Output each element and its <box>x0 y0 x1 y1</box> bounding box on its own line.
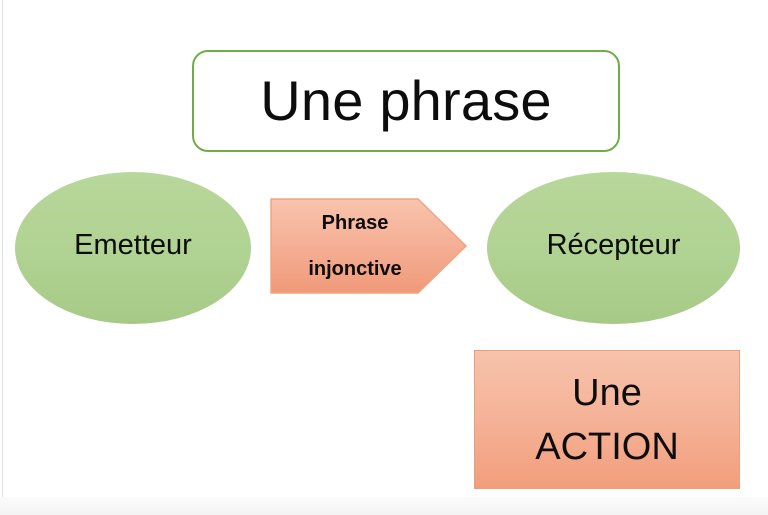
sender-ellipse[interactable]: Emetteur <box>15 172 251 324</box>
phrase-arrow[interactable] <box>270 198 467 294</box>
page-bottom-edge <box>0 497 768 515</box>
title-box[interactable]: Une phrase <box>192 50 620 152</box>
receiver-ellipse[interactable]: Récepteur <box>487 172 740 324</box>
action-label-line-1: Une <box>572 371 642 414</box>
receiver-label: Récepteur <box>546 228 681 261</box>
arrow-right-icon <box>270 198 467 294</box>
page-title: Une phrase <box>260 69 552 132</box>
action-label-line-2: ACTION <box>535 425 679 468</box>
sender-label: Emetteur <box>74 228 192 261</box>
action-box[interactable]: Une ACTION <box>474 350 740 489</box>
page-left-edge <box>2 0 3 497</box>
